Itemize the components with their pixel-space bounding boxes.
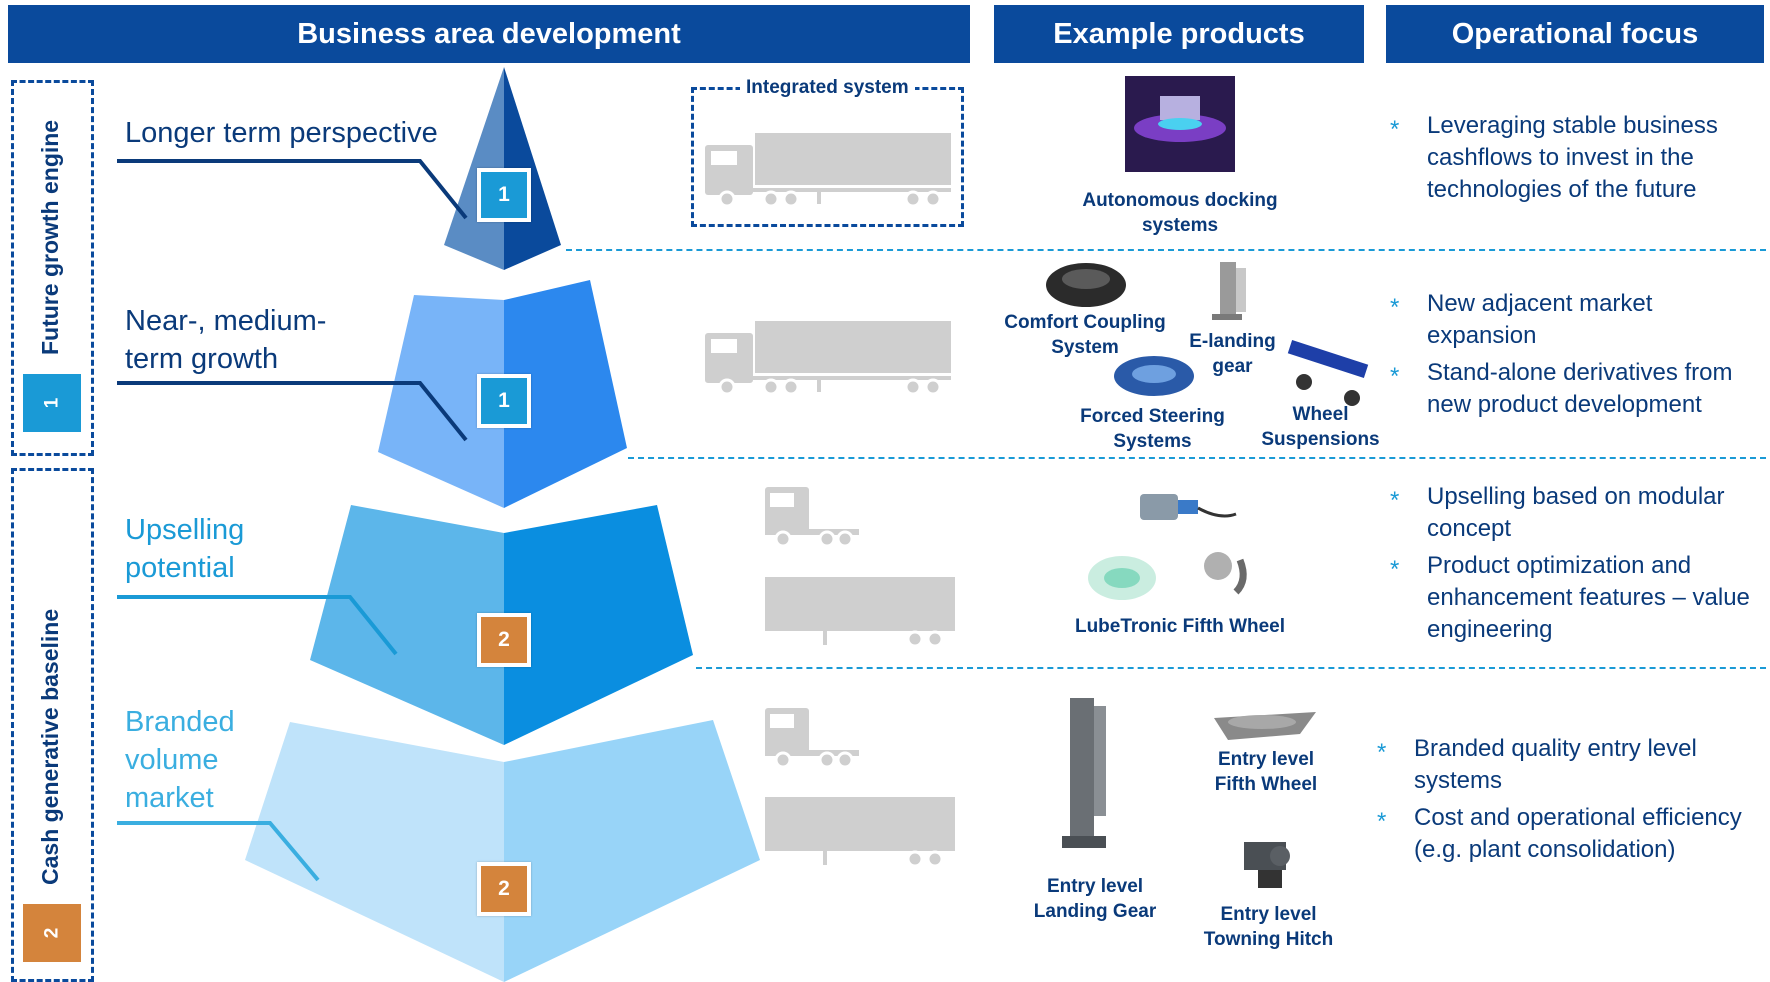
lubetronic-image xyxy=(1088,494,1247,600)
focus-tier-2: New adjacent market expansion Stand-alon… xyxy=(1390,288,1765,426)
product-entry-towing-hitch: Entry level Towning Hitch xyxy=(1203,904,1334,950)
focus-tier-3: Upselling based on modular concept Produ… xyxy=(1390,481,1765,651)
pyramid-tier-3-left xyxy=(310,505,504,745)
autonomous-docking-image xyxy=(1125,76,1235,172)
focus-bullet: Cost and operational efficiency (e.g. pl… xyxy=(1377,802,1765,866)
tier-2-badge: 1 xyxy=(477,374,531,428)
integrated-system-label: Integrated system xyxy=(740,77,915,99)
future-growth-box xyxy=(11,80,94,456)
entry-landing-gear-image xyxy=(1062,698,1106,848)
product-autonomous-docking: Autonomous docking systems xyxy=(1082,190,1278,236)
tier-4-badge: 2 xyxy=(477,862,531,916)
product-wheel-suspensions: Wheel Suspensions xyxy=(1261,404,1380,450)
separator-tier-3 xyxy=(696,667,1766,669)
pyramid-tier-4-right xyxy=(504,720,760,982)
product-entry-landing-gear: Entry level Landing Gear xyxy=(1033,876,1157,922)
focus-bullet: Product optimization and enhancement fea… xyxy=(1390,550,1765,646)
header-business-area: Business area development xyxy=(8,5,970,63)
future-growth-badge: 1 xyxy=(23,374,81,432)
leader-line-tier-2 xyxy=(117,381,468,442)
focus-tier-4: Branded quality entry level systems Cost… xyxy=(1377,733,1765,871)
tractor-unit-icon-tier-3 xyxy=(763,485,861,548)
focus-bullet: Stand-alone derivatives from new product… xyxy=(1390,357,1765,421)
trailer-icon-tier-3 xyxy=(763,575,957,648)
tier-2-label: Near-, medium-term growth xyxy=(125,305,327,375)
pyramid-tier-2 xyxy=(378,280,627,508)
tier-3-label: Upselling potential xyxy=(125,514,245,584)
forced-steering-image xyxy=(1114,356,1194,396)
pyramid-tier-4-left xyxy=(245,722,504,982)
focus-bullet: Leveraging stable business cashflows to … xyxy=(1390,110,1765,206)
header-operational-focus: Operational focus xyxy=(1386,5,1764,63)
entry-fifth-wheel-image xyxy=(1214,712,1316,740)
product-comfort-coupling: Comfort Coupling System xyxy=(1004,312,1166,358)
focus-bullet: Branded quality entry level systems xyxy=(1377,733,1765,797)
product-entry-fifth-wheel: Entry level Fifth Wheel xyxy=(1214,749,1318,795)
truck-icon-tier-2 xyxy=(703,319,953,396)
pyramid-tier-2-right xyxy=(504,280,627,508)
product-lubetronic: LubeTronic Fifth Wheel xyxy=(1074,616,1286,637)
focus-bullet: Upselling based on modular concept xyxy=(1390,481,1765,545)
tractor-unit-icon-tier-4 xyxy=(763,706,861,769)
leader-line-tier-4 xyxy=(117,821,320,882)
focus-bullet: New adjacent market expansion xyxy=(1390,288,1765,352)
leader-line-tier-3 xyxy=(117,595,398,656)
comfort-coupling-image xyxy=(1046,263,1126,307)
product-e-landing-gear: E-landing gear xyxy=(1189,331,1276,377)
pyramid-tier-3 xyxy=(310,505,693,745)
entry-towing-hitch-image xyxy=(1244,842,1290,888)
pyramid-tier-4 xyxy=(245,720,760,982)
leader-line-tier-1 xyxy=(117,159,468,220)
separator-tier-2 xyxy=(628,457,1766,459)
integrated-system-box xyxy=(691,87,964,227)
pyramid-tier-2-left xyxy=(378,295,504,508)
header-example-products: Example products xyxy=(994,5,1364,63)
product-forced-steering: Forced Steering Systems xyxy=(1080,406,1225,452)
cash-baseline-box xyxy=(11,468,94,982)
wheel-suspensions-image xyxy=(1287,339,1369,406)
tier-3-badge: 2 xyxy=(477,613,531,667)
separator-tier-1 xyxy=(566,249,1766,251)
tier-1-label: Longer term perspective xyxy=(125,117,438,149)
focus-tier-1: Leveraging stable business cashflows to … xyxy=(1390,110,1765,211)
trailer-icon-tier-4 xyxy=(763,795,957,868)
tier-4-label: Branded volume market xyxy=(125,706,235,814)
e-landing-gear-image xyxy=(1212,262,1246,320)
tier-1-badge: 1 xyxy=(477,168,531,222)
cash-baseline-badge: 2 xyxy=(23,904,81,962)
pyramid-tier-3-right xyxy=(504,505,693,745)
